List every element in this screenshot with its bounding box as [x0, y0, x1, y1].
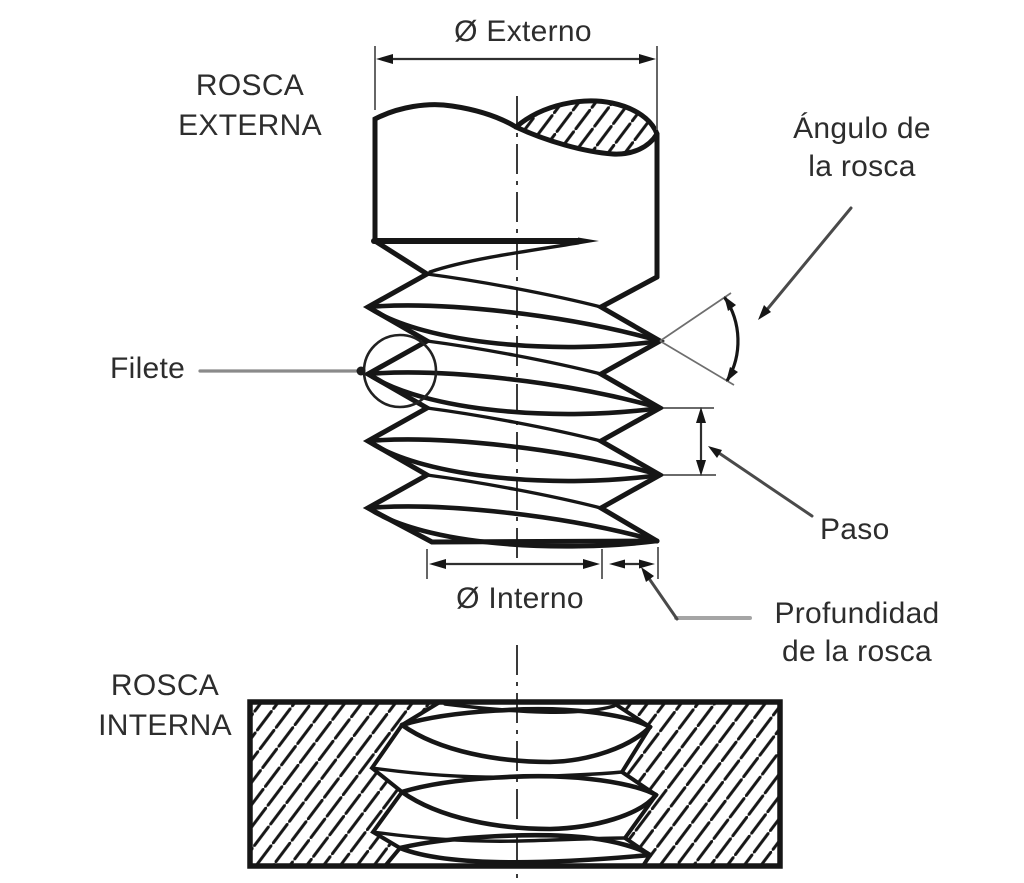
hatch-left: [248, 700, 448, 868]
internal-thread-label-line2: INTERNA: [98, 709, 232, 742]
thread-angle-label-line1: Ángulo de: [793, 112, 931, 145]
internal-thread-label-line1: ROSCA: [110, 669, 220, 702]
external-thread-label-line1: ROSCA: [195, 69, 305, 102]
outer-diameter-label: Ø Externo: [454, 15, 592, 48]
thread-depth-label: Profundidad de la rosca: [727, 595, 987, 671]
fillet-label: Filete: [110, 352, 186, 385]
internal-thread-drawing: [247, 645, 783, 879]
thread-depth-label-line1: Profundidad: [774, 597, 940, 630]
thread-angle-annotation: [659, 206, 853, 386]
pitch-dimension: [663, 407, 814, 518]
hatch-right: [605, 700, 782, 868]
external-thread-label: ROSCA EXTERNA: [130, 66, 370, 146]
thread-angle-label: Ángulo de la rosca: [732, 110, 992, 186]
internal-thread-label: ROSCA INTERNA: [55, 666, 275, 746]
filete-annotation: [198, 333, 438, 409]
inner-diameter-dimension: [426, 547, 659, 579]
outer-diameter-dimension: [374, 46, 658, 130]
external-thread-label-line2: EXTERNA: [178, 109, 322, 142]
external-thread-drawing: [362, 96, 666, 560]
thread-angle-label-line2: la rosca: [808, 150, 916, 183]
thread-depth-dimension: [609, 559, 752, 621]
inner-diameter-label: Ø Interno: [456, 582, 584, 615]
thread-depth-label-line2: de la rosca: [781, 635, 933, 668]
pitch-label: Paso: [820, 513, 890, 546]
